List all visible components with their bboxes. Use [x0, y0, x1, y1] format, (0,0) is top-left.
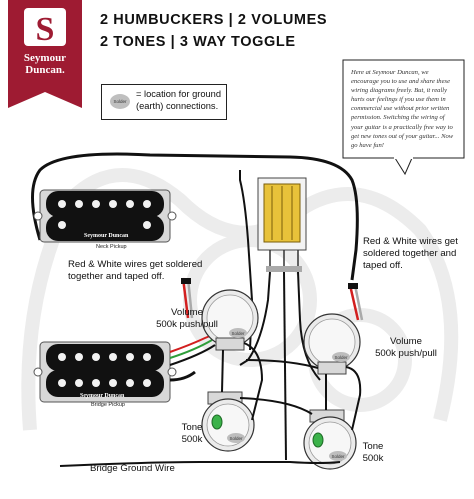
bridge-pickup-caption: Bridge Pickup: [91, 402, 125, 408]
volume-2-name: Volume: [390, 336, 422, 347]
tone-1-value: 500k: [181, 434, 203, 445]
brand-name-line1: Seymour: [23, 52, 67, 64]
volume-1-name: Volume: [171, 307, 203, 318]
neck-pickup-caption: Neck Pickup: [96, 244, 127, 250]
bridge-pickup: [33, 341, 177, 403]
toggle-switch: [257, 177, 307, 272]
volume-2-label: Volume 500k push/pull: [369, 336, 443, 360]
bridge-ground-wire-label: Bridge Ground Wire: [90, 463, 175, 474]
solder-mark-1: Solder: [231, 331, 245, 336]
solder-legend-icon: Solder: [110, 94, 130, 109]
neck-pickup-brand: Seymour Duncan: [84, 233, 129, 239]
neck-taped-wires: [181, 277, 194, 319]
bridge-taped-wires: [348, 283, 364, 321]
volume-1-value: 500k push/pull: [156, 319, 218, 330]
pickup-lead-wires: [169, 331, 221, 382]
tone-2-label: Tone 500k: [358, 441, 388, 465]
tone-pot-1: [201, 391, 255, 452]
tone-2-value: 500k: [362, 453, 384, 464]
solder-mark-2: Solder: [334, 355, 348, 360]
tone-1-name: Tone: [181, 422, 203, 433]
solder-mark-4: Solder: [331, 454, 345, 459]
legend-box: Solder = location for ground (earth) con…: [101, 84, 227, 120]
brand-banner: S: [8, 0, 82, 108]
logo-letter: S: [36, 11, 55, 48]
tone-pot-2: [303, 409, 357, 470]
bridge-pickup-brand: Seymour Duncan: [80, 393, 125, 399]
solder-points: [228, 328, 349, 461]
volume-1-label: Volume 500k push/pull: [152, 307, 222, 331]
usage-note: Here at Seymour Duncan, we encourage you…: [351, 69, 454, 149]
tone-2-name: Tone: [362, 441, 384, 452]
brand-name-line2: Duncan.: [25, 64, 65, 76]
title-line-1: 2 HUMBUCKERS | 2 VOLUMES: [100, 12, 328, 28]
pot-interconnect-wires: [59, 342, 362, 467]
neck-red-white-callout: Red & White wires get soldered together …: [68, 259, 203, 282]
title-line-2: 2 TONES | 3 WAY TOGGLE: [100, 34, 296, 50]
solder-mark-3: Solder: [229, 436, 243, 441]
neck-pickup: [33, 189, 177, 243]
tone-1-label: Tone 500k: [177, 422, 207, 446]
bridge-red-white-callout: Red & White wires get soldered together …: [363, 236, 458, 271]
neck-loop-wire: [31, 152, 359, 281]
note-bubble: [342, 59, 465, 176]
volume-2-value: 500k push/pull: [375, 348, 437, 359]
legend-text: = location for ground (earth) connection…: [136, 89, 222, 111]
